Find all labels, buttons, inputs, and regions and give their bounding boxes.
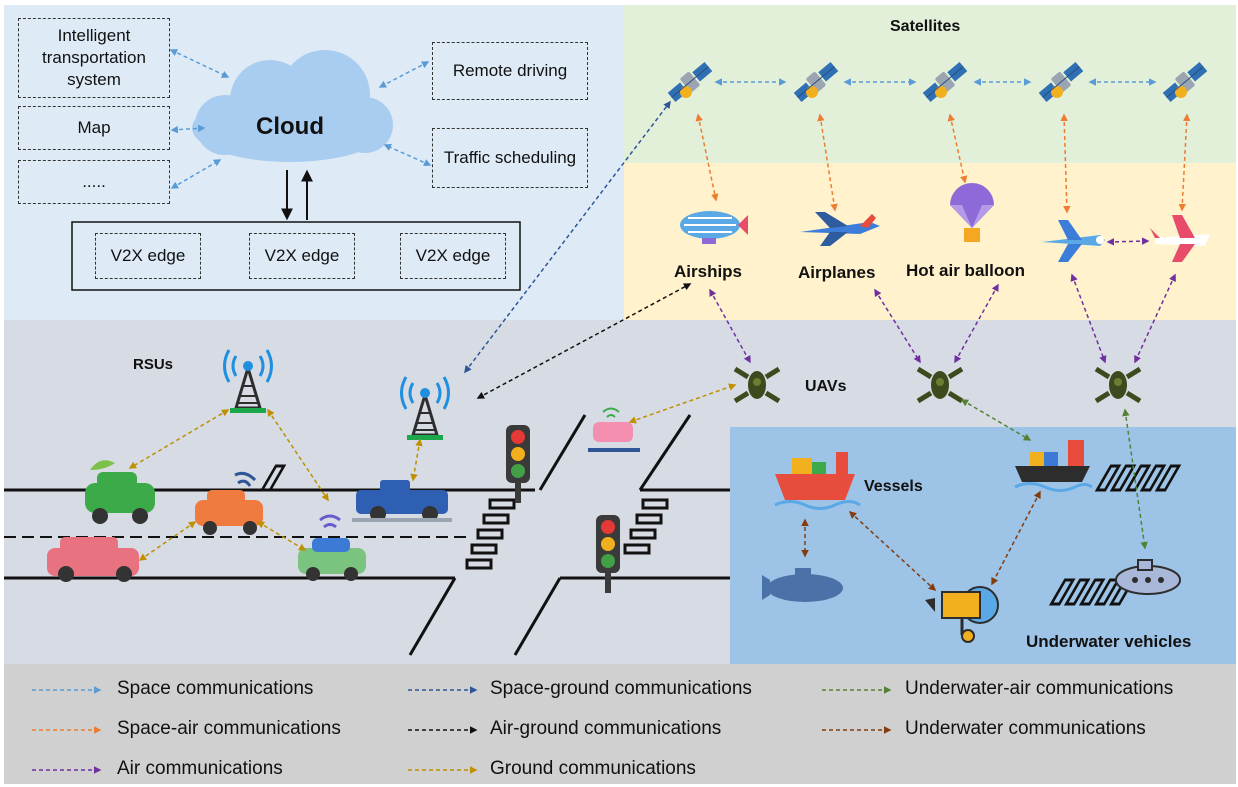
v2x-edge-box: V2X edge: [249, 233, 355, 279]
submarine-icon: [762, 568, 843, 602]
cargo-ship-icon: [1014, 440, 1093, 492]
legend-region: [4, 664, 1236, 784]
car-icon: [47, 537, 139, 582]
rsus-label: RSUs: [133, 356, 174, 373]
legend-underwater-air-label: Underwater-air communications: [905, 678, 1174, 699]
legend-air-label: Air communications: [117, 758, 283, 779]
remote-driving-box: Remote driving: [432, 42, 588, 100]
its-box: Intelligent transportation system: [18, 18, 170, 98]
hot-air-balloon-icon: [950, 183, 994, 242]
v2x-edge-box: V2X edge: [400, 233, 506, 279]
airplane-icon: [800, 212, 880, 246]
cloud-icon: [192, 50, 393, 162]
car-icon: [298, 514, 366, 581]
underwater-vehicles-label: Underwater vehicles: [1026, 632, 1192, 651]
more-box: .....: [18, 160, 170, 204]
airships-label: Airships: [674, 262, 743, 281]
traffic-scheduling-box: Traffic scheduling: [432, 128, 588, 188]
submarine-icon: [1115, 559, 1181, 595]
airplane-icon: [1150, 215, 1210, 262]
vessels-label: Vessels: [864, 478, 923, 495]
uavs-label: UAVs: [805, 378, 847, 395]
airship-icon: [680, 211, 748, 244]
satellites-title: Satellites: [890, 18, 961, 35]
legend-ground-label: Ground communications: [490, 758, 696, 779]
legend-space-ground-label: Space-ground communications: [490, 678, 752, 699]
cargo-ship-icon: [774, 452, 861, 510]
legend-air-ground-label: Air-ground communications: [490, 718, 722, 739]
airplane-icon: [1042, 220, 1105, 262]
hot-air-balloon-label: Hot air balloon: [906, 261, 1025, 280]
cloud-title: Cloud: [256, 113, 324, 140]
car-icon: [195, 471, 263, 535]
crosswalk-vertical: [465, 498, 669, 570]
airplanes-label: Airplanes: [798, 263, 876, 282]
v2x-edge-box: V2X edge: [95, 233, 201, 279]
legend-space-air-label: Space-air communications: [117, 718, 341, 739]
legend-space-label: Space communications: [117, 678, 314, 699]
pickup-truck-icon: [352, 480, 452, 522]
legend-underwater-label: Underwater communications: [905, 718, 1146, 739]
electric-car-icon: [85, 460, 155, 524]
underwater-robot-icon: [925, 586, 999, 643]
car-icon: [588, 407, 640, 452]
map-box: Map: [18, 106, 170, 150]
